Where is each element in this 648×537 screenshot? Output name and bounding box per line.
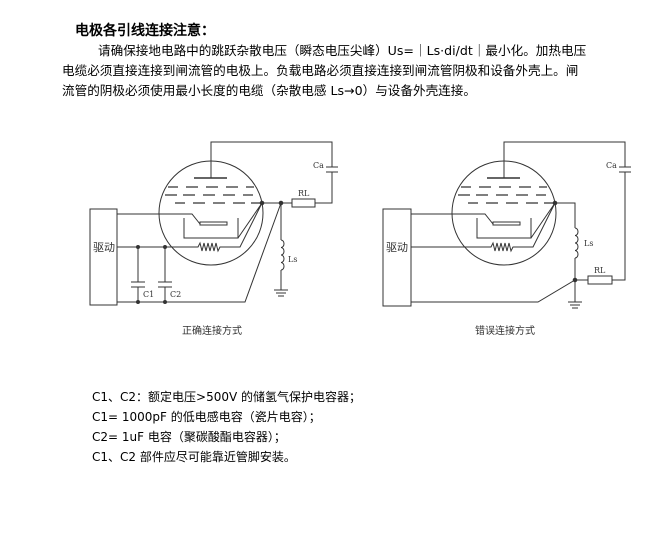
resistor-rl	[291, 198, 316, 208]
anode-wire	[210, 141, 338, 204]
paragraph-line-1: 请确保接地电路中的跳跃杂散电压（瞬态电压尖峰）Us=｜Ls·di/dt｜最小化。…	[98, 43, 587, 58]
drive-box	[89, 208, 118, 306]
c2-label: C2	[170, 290, 181, 299]
ls-label: Ls	[584, 239, 593, 248]
cathode-plate	[199, 221, 228, 226]
caption-wrong: 错误连接方式	[475, 324, 535, 337]
grid-dashes	[458, 186, 554, 204]
cathode-bracket	[476, 218, 532, 239]
anode-wire	[503, 141, 631, 281]
inductor-ls	[574, 227, 579, 259]
diagram-correct: 驱动 Ca RL Ls C1 C2 正确连接方式	[89, 141, 338, 337]
resistor-rl	[587, 275, 613, 285]
drive-label: 驱动	[386, 241, 408, 254]
rl-label: RL	[594, 266, 606, 275]
ca-label: Ca	[313, 161, 324, 170]
paragraph-line-2: 电缆必须直接连接到闸流管的电极上。负载电路必须直接连接到闸流管阴极和设备外壳上。…	[62, 63, 579, 78]
ground-wire	[411, 202, 582, 309]
note-1: C1、C2：额定电压>500V 的储氢气保护电容器；	[92, 390, 362, 404]
drive-top-wire	[117, 213, 201, 225]
drive-top-wire	[411, 213, 494, 225]
c1-label: C1	[143, 290, 154, 299]
grid-dashes	[165, 186, 261, 204]
note-4: C1、C2 部件应尽可能靠近管脚安装。	[92, 450, 296, 464]
inductor-ls	[280, 239, 285, 271]
paragraph-line-3: 流管的阴极必须使用最小长度的电缆（杂散电感 Ls→0）与设备外壳连接。	[62, 83, 476, 98]
ca-label: Ca	[606, 161, 617, 170]
diagram-wrong: 驱动 Ca RL Ls 错误连接方式	[382, 141, 631, 337]
rl-label: RL	[298, 189, 310, 198]
ls-label: Ls	[288, 255, 297, 264]
cathode-plate	[492, 221, 521, 226]
note-2: C1= 1000pF 的低电感电容（瓷片电容）；	[92, 410, 321, 424]
caption-correct: 正确连接方式	[182, 324, 242, 337]
drive-box	[382, 208, 412, 307]
section-title: 电极各引线连接注意：	[75, 23, 215, 39]
capacitors-c1-c2	[131, 247, 172, 302]
ground-wire	[117, 202, 288, 303]
note-3: C2= 1uF 电容（聚碳酸酯电容器）；	[92, 430, 286, 444]
heater-wire	[117, 202, 263, 253]
cathode-bracket	[183, 218, 239, 239]
drive-label: 驱动	[93, 241, 115, 254]
node	[259, 200, 265, 206]
heater-wire	[411, 202, 556, 253]
